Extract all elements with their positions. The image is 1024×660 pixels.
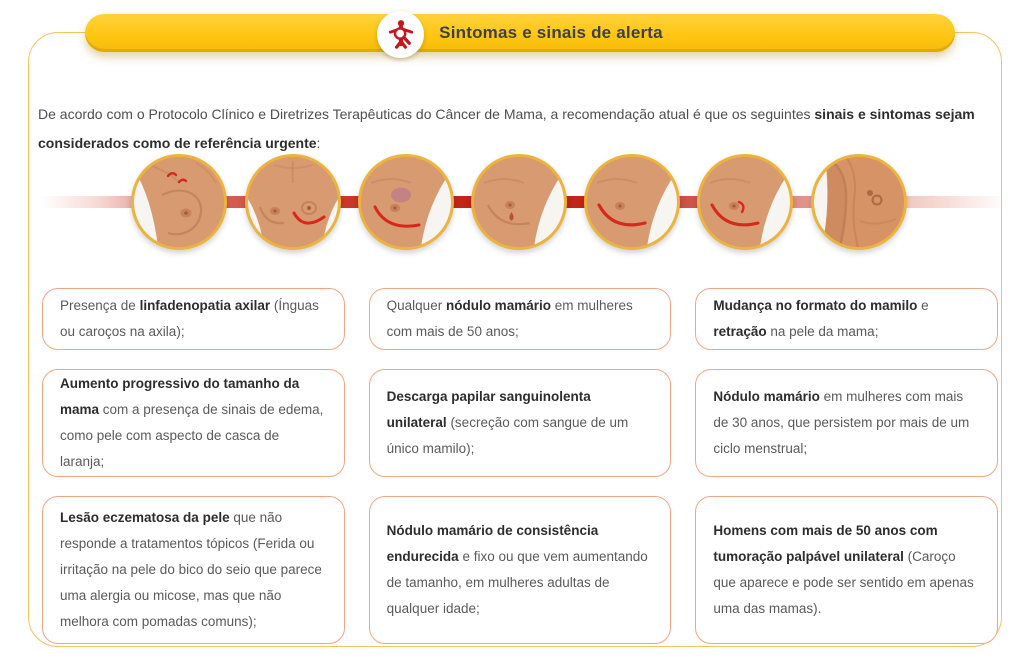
symptom-card: Nódulo mamário de consistência endurecid… xyxy=(368,496,672,644)
symptom-card: Aumento progressivo do tamanho da mama c… xyxy=(42,369,345,477)
breast-nipple-discharge-illustration xyxy=(471,154,567,250)
intro-text: De acordo com o Protocolo Clínico e Dire… xyxy=(38,106,975,151)
cards-grid: Presença de linfadenopatia axilar (Íngua… xyxy=(42,288,998,644)
symptom-card: Presença de linfadenopatia axilar (Íngua… xyxy=(42,288,345,350)
symptom-card: Homens com mais de 50 anos com tumoração… xyxy=(695,496,998,644)
self-exam-person-magnifier-icon xyxy=(377,10,425,58)
symptom-card-text: Lesão eczematosa da pele que não respond… xyxy=(60,510,322,629)
symptom-card-text: Descarga papilar sanguinolenta unilatera… xyxy=(386,389,629,456)
symptom-card-text: Nódulo mamário de consistência endurecid… xyxy=(386,523,648,616)
symptom-card: Qualquer nódulo mamário em mulheres com … xyxy=(368,288,672,350)
symptom-card-text: Homens com mais de 50 anos com tumoração… xyxy=(713,523,974,616)
symptom-card-text: Aumento progressivo do tamanho da mama c… xyxy=(60,376,324,469)
page-title: Sintomas e sinais de alerta xyxy=(439,23,663,42)
breast-red-underside-illustration xyxy=(584,154,680,250)
armpit-lumps-illustration xyxy=(811,154,907,250)
symptom-card: Mudança no formato do mamilo e retração … xyxy=(695,288,998,350)
breast-nipple-retraction-illustration xyxy=(697,154,793,250)
header-banner: Sintomas e sinais de alerta xyxy=(85,10,955,58)
symptom-card: Descarga papilar sanguinolenta unilatera… xyxy=(368,369,672,477)
symptom-card-text: Nódulo mamário em mulheres com mais de 3… xyxy=(713,389,970,456)
intro-paragraph: De acordo com o Protocolo Clínico e Dire… xyxy=(38,100,988,158)
symptom-card: Lesão eczematosa da pele que não respond… xyxy=(42,496,345,644)
symptom-card-text: Presença de linfadenopatia axilar (Íngua… xyxy=(60,298,319,339)
symptom-card-text: Qualquer nódulo mamário em mulheres com … xyxy=(386,298,633,339)
breasts-frontal-red-fold-illustration xyxy=(245,154,341,250)
breast-side-skin-redness-illustration xyxy=(131,154,227,250)
breast-skin-lesion-spot-illustration xyxy=(358,154,454,250)
symptom-card: Nódulo mamário em mulheres com mais de 3… xyxy=(695,369,998,477)
symptom-card-text: Mudança no formato do mamilo e retração … xyxy=(713,298,929,339)
